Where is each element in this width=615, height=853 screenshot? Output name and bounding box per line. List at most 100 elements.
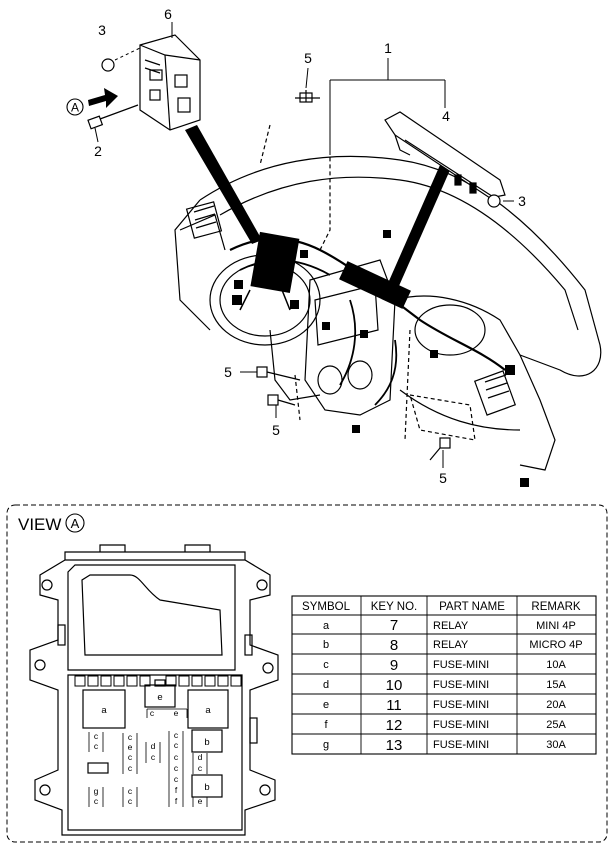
- fuse-slot-e: e: [174, 708, 179, 718]
- table-header-key-no: KEY NO.: [371, 601, 417, 613]
- callout-2: 2: [94, 143, 102, 159]
- fuse-slot-f: f: [175, 796, 178, 806]
- callout-4: 4: [442, 108, 450, 124]
- bolt-icon: [267, 394, 296, 406]
- callout-3-right: 3: [518, 193, 526, 209]
- fuse-slot-c: c: [174, 763, 179, 773]
- view-arrow-a: A: [66, 88, 118, 116]
- fuse-slot-e: e: [128, 742, 133, 752]
- table-cell-symbol: d: [323, 679, 329, 691]
- fuse-slot-c: c: [151, 752, 156, 762]
- view-label: VIEW: [18, 515, 61, 534]
- table-cell-symbol: a: [323, 620, 330, 632]
- table-cell-remark: 10A: [546, 659, 566, 671]
- table-cell-key-no: 7: [390, 617, 398, 634]
- table-header-part-name: PART NAME: [439, 601, 505, 613]
- view-circle-label: A: [71, 516, 80, 531]
- callout-6: 6: [164, 6, 172, 22]
- nut-icon: [101, 58, 115, 72]
- arrow-a-label: A: [71, 101, 79, 115]
- table-cell-part-name: FUSE-MINI: [433, 659, 489, 671]
- table-cell-part-name: FUSE-MINI: [433, 679, 489, 691]
- harness-connectors: [232, 230, 529, 487]
- fuse-slot-c: c: [128, 786, 133, 796]
- table-cell-symbol: e: [323, 699, 329, 711]
- table-header-symbol: SYMBOL: [302, 601, 351, 613]
- relay-a-right: a: [205, 705, 211, 716]
- fuse-slot-c: c: [128, 752, 133, 762]
- table-row: a 7 RELAY MINI 4P: [323, 617, 576, 634]
- fuse-slot-d: d: [151, 741, 156, 751]
- table-cell-remark: 15A: [546, 679, 566, 691]
- fuse-slot-c: c: [128, 732, 133, 742]
- fuse-slot-c: c: [174, 740, 179, 750]
- callout-1: 1: [384, 40, 392, 56]
- callout-5-top: 5: [304, 50, 312, 66]
- table-cell-key-no: 10: [386, 677, 403, 694]
- fuse-box-labels: a a e b b: [101, 692, 211, 793]
- table-cell-symbol: b: [323, 639, 329, 651]
- table-row: g 13 FUSE-MINI 30A: [323, 737, 567, 754]
- nut-icon: [487, 194, 501, 208]
- table-cell-key-no: 13: [386, 737, 403, 754]
- table-cell-symbol: f: [324, 719, 328, 731]
- fuse-slot-c: c: [174, 774, 179, 784]
- fasteners: [87, 58, 501, 461]
- relay-box-assembly: [139, 34, 201, 131]
- table-cell-key-no: 9: [390, 657, 398, 674]
- bolt-icon: [429, 437, 451, 461]
- fuse-slot-f: f: [175, 785, 178, 795]
- table-cell-symbol: g: [323, 739, 329, 751]
- fuse-slot-c: c: [128, 763, 133, 773]
- fuse-slots: c e c c c e c c d c c c c c c f f d c e …: [94, 708, 203, 806]
- table-cell-remark: 20A: [546, 699, 566, 711]
- dashboard-illustration: [174, 124, 602, 471]
- bolt-icon: [256, 366, 301, 381]
- fuse-slot-brackets: [88, 708, 208, 807]
- table-cell-remark: MICRO 4P: [529, 639, 582, 651]
- bolt-icon: [295, 90, 320, 103]
- fuse-slot-d: d: [198, 752, 203, 762]
- fuse-slot-c: c: [150, 708, 155, 718]
- relay-b-upper: b: [204, 737, 209, 748]
- table-cell-part-name: FUSE-MINI: [433, 719, 489, 731]
- leader-bands: [185, 125, 450, 295]
- relay-box-outline: [29, 544, 279, 836]
- table-cell-remark: MINI 4P: [536, 620, 576, 632]
- callout-numbers: 3 6 2 5 1 4 3 5 5 5: [94, 6, 526, 486]
- bracket-part: [384, 111, 506, 201]
- table-cell-remark: 25A: [546, 719, 566, 731]
- relay-a-left: a: [101, 705, 107, 716]
- fuse-slot-c: c: [94, 731, 99, 741]
- fuse-e-top-center: e: [157, 692, 162, 703]
- callout-5-left: 5: [224, 364, 232, 380]
- table-cell-key-no: 8: [390, 637, 398, 654]
- view-panel-frame: [6, 504, 608, 843]
- table-row: c 9 FUSE-MINI 10A: [323, 657, 566, 674]
- table-cell-key-no: 12: [386, 717, 403, 734]
- fuse-slot-c: c: [174, 730, 179, 740]
- table-row: b 8 RELAY MICRO 4P: [323, 637, 583, 654]
- table-cell-key-no: 11: [386, 697, 402, 714]
- table-header-remark: REMARK: [531, 601, 581, 613]
- callout-3-top: 3: [98, 22, 106, 38]
- relay-b-lower: b: [204, 782, 209, 793]
- bolt-icon: [87, 104, 139, 130]
- arrow-a-circle: [66, 98, 84, 116]
- view-circle-icon: [65, 513, 85, 533]
- table-cell-symbol: c: [323, 659, 329, 671]
- fuse-slot-c: c: [94, 741, 99, 751]
- fuse-slot-g: g: [94, 786, 99, 796]
- table-row: f 12 FUSE-MINI 25A: [324, 717, 566, 734]
- parts-table: SYMBOL KEY NO. PART NAME REMARK a 7 RELA…: [291, 595, 597, 755]
- callout-leader-lines: [94, 22, 514, 468]
- fuse-slot-c: c: [174, 752, 179, 762]
- table-cell-part-name: FUSE-MINI: [433, 739, 489, 751]
- table-cell-part-name: FUSE-MINI: [433, 699, 489, 711]
- fuse-slot-c: c: [128, 796, 133, 806]
- table-row: d 10 FUSE-MINI 15A: [323, 677, 567, 694]
- callout-5-right: 5: [439, 470, 447, 486]
- fuse-slot-c: c: [198, 763, 203, 773]
